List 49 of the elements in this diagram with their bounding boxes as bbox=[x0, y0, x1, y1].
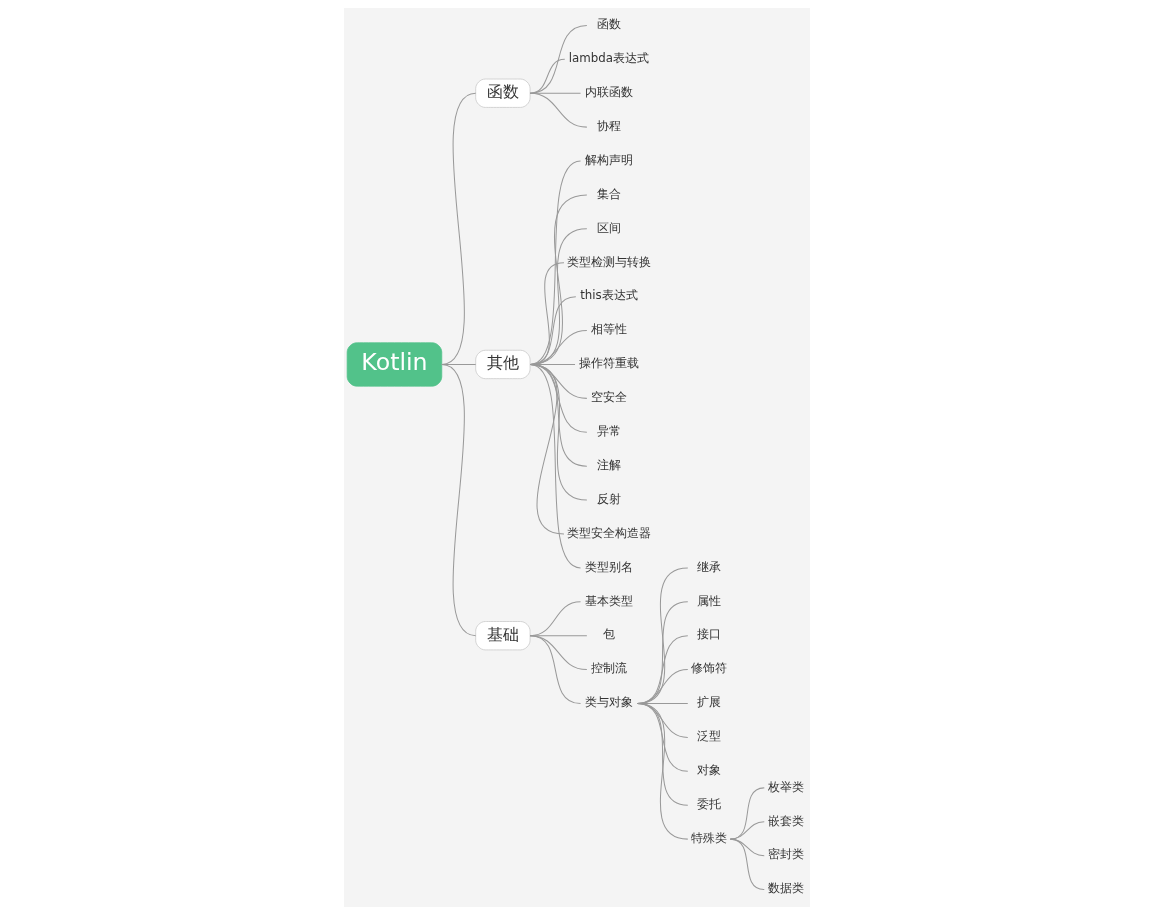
node-text: 泛型 bbox=[696, 729, 721, 744]
node-text: this表达式 bbox=[579, 288, 638, 303]
connector bbox=[529, 160, 581, 365]
node-text: 委托 bbox=[696, 796, 721, 811]
connector bbox=[529, 24, 587, 94]
node-box: 函数 bbox=[474, 78, 530, 108]
node-text: 协程 bbox=[596, 118, 621, 133]
connector bbox=[729, 838, 765, 891]
node-box: 基础 bbox=[474, 621, 530, 651]
node-text: 类型安全构造器 bbox=[566, 525, 651, 540]
node-text: 类型别名 bbox=[584, 559, 633, 574]
node-text: 包 bbox=[602, 627, 615, 642]
connector bbox=[529, 58, 565, 94]
node-text: 类与对象 bbox=[584, 695, 633, 710]
node-text: 操作符重载 bbox=[578, 356, 639, 371]
node-text: 区间 bbox=[596, 220, 621, 235]
node-box: 其他 bbox=[474, 349, 530, 380]
connector bbox=[529, 363, 581, 569]
node-text: lambda表达式 bbox=[568, 51, 649, 66]
node-text: 接口 bbox=[696, 627, 721, 642]
node-text: 异常 bbox=[596, 424, 621, 439]
connector bbox=[636, 703, 688, 840]
node-text: 扩展 bbox=[696, 695, 721, 710]
node-text: 相等性 bbox=[590, 322, 627, 337]
connector bbox=[729, 787, 765, 840]
node-text: 集合 bbox=[596, 186, 621, 201]
node-text: 函数 bbox=[596, 17, 621, 32]
node-text: 对象 bbox=[696, 763, 721, 778]
node-text: 解构声明 bbox=[584, 152, 633, 167]
node-text: 空安全 bbox=[590, 390, 627, 405]
connector bbox=[440, 363, 476, 637]
node-text: 继承 bbox=[696, 559, 721, 574]
node-text: 数据类 bbox=[767, 881, 804, 896]
node-text: 枚举类 bbox=[767, 779, 804, 794]
node-text: 注解 bbox=[596, 457, 621, 472]
node-text: 属性 bbox=[696, 593, 721, 608]
node-text: 内联函数 bbox=[584, 84, 633, 99]
connector bbox=[529, 92, 587, 128]
node-text: 反射 bbox=[596, 491, 621, 506]
connector bbox=[529, 635, 581, 705]
node-text: 修饰符 bbox=[690, 661, 727, 676]
node-text: 密封类 bbox=[767, 847, 804, 862]
node-text: 基本类型 bbox=[584, 593, 633, 608]
node-box: Kotlin bbox=[346, 342, 442, 387]
node-text: 嵌套类 bbox=[767, 813, 804, 828]
connector bbox=[729, 821, 765, 840]
node-text: 类型检测与转换 bbox=[566, 254, 651, 269]
node-text: 控制流 bbox=[590, 661, 627, 676]
node-text: 特殊类 bbox=[690, 830, 727, 845]
